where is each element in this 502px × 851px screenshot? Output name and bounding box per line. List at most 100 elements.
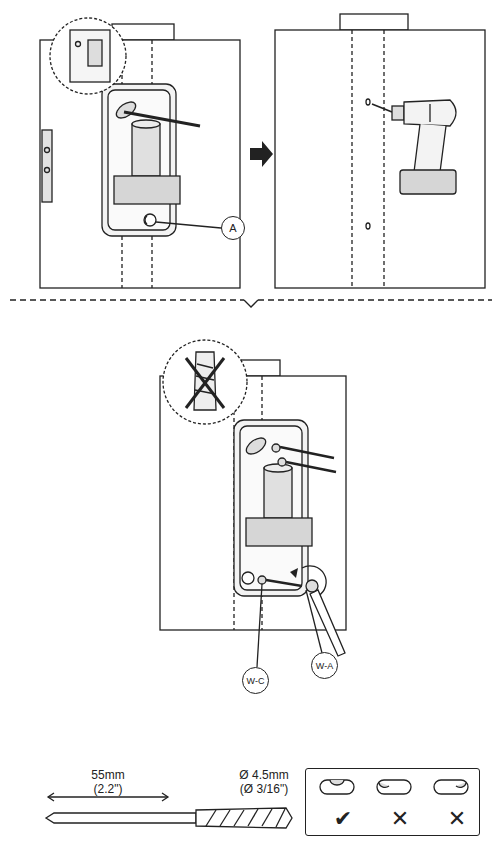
drill-bit bbox=[206, 810, 216, 826]
drill-bit bbox=[46, 808, 292, 828]
zoom-detail bbox=[186, 358, 224, 408]
side-hinge bbox=[42, 130, 52, 202]
cabinet-panel bbox=[366, 99, 370, 105]
side-hinge bbox=[45, 148, 50, 153]
cross-mark: ✕ bbox=[437, 807, 477, 831]
drill-bit bbox=[248, 809, 258, 826]
power-drill bbox=[429, 104, 430, 122]
hinge-plate bbox=[132, 124, 160, 176]
callout-label: W-C bbox=[247, 676, 265, 686]
screw-washer bbox=[280, 447, 334, 458]
check-mark: ✔ bbox=[323, 807, 363, 831]
ratchet-wrench bbox=[310, 590, 345, 656]
step-separator bbox=[244, 300, 258, 307]
screw-washer bbox=[272, 444, 280, 452]
step-separator bbox=[10, 299, 244, 300]
drill-bit bbox=[46, 813, 196, 823]
level-icon bbox=[377, 780, 411, 794]
step-separator bbox=[258, 299, 492, 300]
step-separator bbox=[10, 300, 492, 307]
side-hinge bbox=[42, 130, 52, 202]
callout-label: A bbox=[229, 222, 236, 234]
zoom-detail bbox=[88, 40, 102, 66]
cabinet-panel bbox=[275, 14, 485, 288]
cross-mark: ✕ bbox=[380, 807, 420, 831]
level-icon bbox=[434, 780, 468, 794]
ratchet-wrench bbox=[290, 568, 298, 578]
leader-line bbox=[306, 590, 322, 653]
diameter-label: Ø 4.5mm (Ø 3/16") bbox=[232, 768, 296, 796]
power-drill bbox=[414, 124, 446, 172]
step-arrow bbox=[250, 141, 273, 167]
callout-label: W-A bbox=[316, 661, 333, 671]
power-drill bbox=[400, 170, 456, 194]
hex-key bbox=[124, 112, 200, 126]
callout-circle: W-C bbox=[242, 667, 269, 694]
zoom-detail bbox=[186, 358, 224, 408]
hinge-plate bbox=[114, 176, 180, 204]
level-icon bbox=[456, 782, 466, 787]
screw-washer bbox=[286, 462, 336, 472]
hinge-plate bbox=[145, 216, 147, 224]
cabinet-panel bbox=[366, 223, 370, 229]
power-drill bbox=[404, 100, 456, 126]
dimension-arrow bbox=[48, 796, 168, 797]
screw-washer bbox=[278, 458, 286, 466]
screw-washer bbox=[258, 444, 336, 586]
zoom-detail bbox=[163, 340, 247, 424]
hex-key bbox=[124, 112, 200, 126]
screw-washer bbox=[258, 576, 266, 584]
power-drill bbox=[392, 106, 404, 120]
level-icon bbox=[320, 780, 468, 794]
power-drill bbox=[372, 100, 456, 194]
leader-line bbox=[257, 584, 322, 667]
dimension-arrow bbox=[162, 793, 168, 801]
level-icon bbox=[330, 780, 344, 785]
zoom-detail bbox=[76, 42, 81, 47]
level-icon bbox=[320, 780, 354, 794]
hinge-plate bbox=[244, 435, 269, 457]
callout-circle: W-A bbox=[311, 652, 338, 679]
side-hinge bbox=[45, 168, 50, 173]
zoom-detail bbox=[70, 30, 110, 82]
hinge-plate bbox=[108, 90, 170, 230]
drill-bit bbox=[196, 808, 292, 828]
hinge-plate bbox=[234, 420, 312, 596]
cabinet-panel bbox=[340, 14, 408, 30]
zoom-detail bbox=[50, 18, 126, 94]
hinge-plate bbox=[132, 120, 160, 128]
leader-line bbox=[156, 222, 221, 228]
dimension-label: 55mm (2.2") bbox=[80, 768, 136, 796]
cabinet-panel bbox=[40, 24, 240, 288]
zoom-detail bbox=[197, 364, 213, 368]
zoom-detail bbox=[163, 340, 247, 424]
level-icon bbox=[379, 782, 389, 787]
hinge-plate bbox=[144, 214, 156, 226]
ratchet-wrench bbox=[290, 566, 345, 656]
hinge-plate bbox=[246, 518, 312, 546]
drill-bit bbox=[234, 810, 244, 826]
drill-bit bbox=[276, 809, 285, 827]
cabinet-panel bbox=[112, 24, 174, 40]
hinge-plate bbox=[102, 84, 176, 236]
cabinet-panel bbox=[275, 30, 485, 288]
power-drill bbox=[372, 104, 392, 112]
hinge-plate bbox=[264, 464, 292, 472]
hinge-plate bbox=[102, 84, 180, 236]
dimension-arrow bbox=[48, 793, 54, 801]
hinge-plate bbox=[242, 572, 254, 584]
level-check-box: ✔ ✕ ✕ bbox=[305, 768, 480, 836]
screw-washer bbox=[266, 580, 302, 586]
hinge-plate bbox=[264, 468, 292, 518]
hinge-plate bbox=[114, 99, 139, 121]
hinge-plate bbox=[234, 420, 308, 596]
cabinet-panel bbox=[351, 30, 352, 288]
drill-bit bbox=[220, 810, 230, 826]
callout-circle: A bbox=[221, 216, 245, 240]
drill-bit bbox=[262, 809, 272, 826]
leader-line bbox=[257, 584, 262, 667]
cabinet-panel bbox=[383, 30, 384, 288]
step-arrow bbox=[250, 141, 273, 167]
ratchet-wrench bbox=[306, 580, 318, 592]
